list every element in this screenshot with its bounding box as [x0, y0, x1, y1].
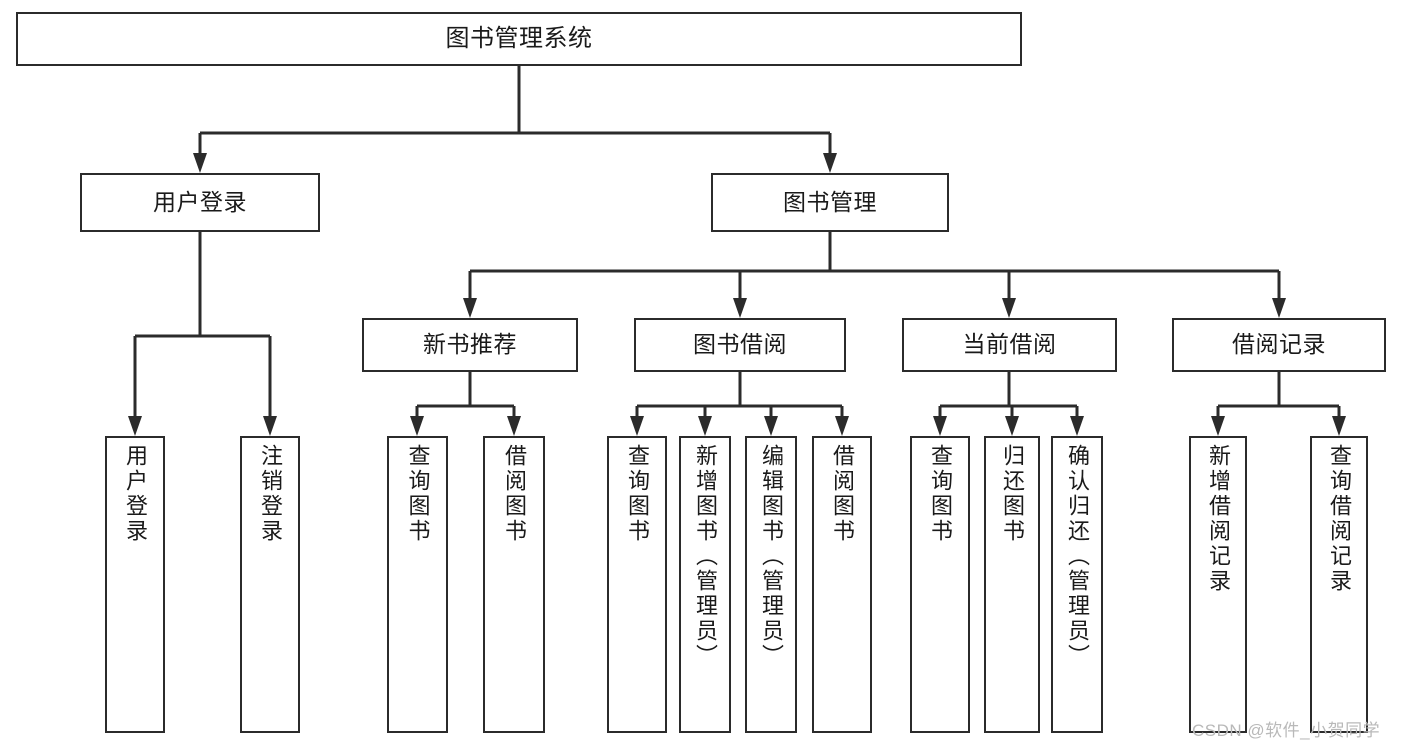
node-label-new-book-rec: 新书推荐 [423, 331, 517, 358]
arrow-leaf-edit-head [764, 416, 778, 436]
arrow-leaf-q2-head [630, 416, 644, 436]
node-label-leaf-add-book: 新增图书（管理员） [693, 444, 718, 669]
node-leaf-borrow-book-1[interactable]: 借阅图书 [483, 436, 545, 733]
node-label-leaf-user-logout: 注销登录 [258, 444, 283, 544]
arrow-book-borrow-head [733, 298, 747, 318]
node-label-leaf-query-record: 查询借阅记录 [1327, 444, 1352, 594]
node-label-leaf-query-book-1: 查询图书 [405, 444, 431, 544]
arrow-leaf-return-head [1005, 416, 1019, 436]
node-label-user-login: 用户登录 [153, 188, 247, 215]
node-book-borrow[interactable]: 图书借阅 [634, 318, 846, 372]
node-leaf-user-login[interactable]: 用户登录 [105, 436, 165, 733]
arrow-leaf-add-rec-head [1211, 416, 1225, 436]
node-leaf-query-book-3[interactable]: 查询图书 [910, 436, 970, 733]
arrow-leaf-user-login-head [128, 416, 142, 436]
node-leaf-edit-book[interactable]: 编辑图书（管理员） [745, 436, 797, 733]
node-leaf-query-book-1[interactable]: 查询图书 [387, 436, 448, 733]
arrow-leaf-confirm-head [1070, 416, 1084, 436]
arrow-leaf-add-head [698, 416, 712, 436]
node-label-borrow-record: 借阅记录 [1232, 331, 1326, 358]
arrow-borrow-record-head [1272, 298, 1286, 318]
node-leaf-user-logout[interactable]: 注销登录 [240, 436, 300, 733]
node-label-current-borrow: 当前借阅 [962, 331, 1057, 358]
node-current-borrow[interactable]: 当前借阅 [902, 318, 1117, 372]
node-label-leaf-borrow-book-2: 借阅图书 [830, 444, 855, 544]
arrow-leaf-query-rec-head [1332, 416, 1346, 436]
node-root[interactable]: 图书管理系统 [16, 12, 1022, 66]
node-borrow-record[interactable]: 借阅记录 [1172, 318, 1386, 372]
arrow-current-borrow-head [1002, 298, 1016, 318]
arrow-user-login-head [193, 153, 207, 173]
node-label-leaf-user-login: 用户登录 [123, 444, 148, 544]
node-leaf-confirm-return[interactable]: 确认归还（管理员） [1051, 436, 1103, 733]
node-new-book-rec[interactable]: 新书推荐 [362, 318, 578, 372]
node-label-book-manage: 图书管理 [783, 188, 877, 215]
arrow-leaf-q1-head [410, 416, 424, 436]
node-label-leaf-add-record: 新增借阅记录 [1206, 444, 1231, 594]
node-label-leaf-borrow-book-1: 借阅图书 [502, 444, 527, 544]
node-leaf-add-record[interactable]: 新增借阅记录 [1189, 436, 1247, 733]
node-label-book-borrow: 图书借阅 [693, 331, 787, 358]
node-label-leaf-confirm-return: 确认归还（管理员） [1065, 444, 1090, 669]
node-label-leaf-query-book-3: 查询图书 [928, 444, 953, 544]
node-label-leaf-edit-book: 编辑图书（管理员） [759, 444, 784, 669]
arrow-leaf-b1-head [507, 416, 521, 436]
node-leaf-query-record[interactable]: 查询借阅记录 [1310, 436, 1368, 733]
arrow-new-book-rec-head [463, 298, 477, 318]
watermark: CSDN @软件_小贺同学 [1192, 721, 1381, 740]
node-label-leaf-return-book: 归还图书 [1000, 444, 1025, 544]
arrow-leaf-user-logout-head [263, 416, 277, 436]
node-user-login[interactable]: 用户登录 [80, 173, 320, 232]
arrow-leaf-q3-head [933, 416, 947, 436]
arrow-book-manage-head [823, 153, 837, 173]
node-leaf-borrow-book-2[interactable]: 借阅图书 [812, 436, 872, 733]
arrow-leaf-b2-head [835, 416, 849, 436]
node-leaf-query-book-2[interactable]: 查询图书 [607, 436, 667, 733]
node-leaf-add-book[interactable]: 新增图书（管理员） [679, 436, 731, 733]
node-book-manage[interactable]: 图书管理 [711, 173, 949, 232]
node-leaf-return-book[interactable]: 归还图书 [984, 436, 1040, 733]
node-label-root: 图书管理系统 [445, 24, 593, 52]
node-label-leaf-query-book-2: 查询图书 [625, 444, 650, 544]
